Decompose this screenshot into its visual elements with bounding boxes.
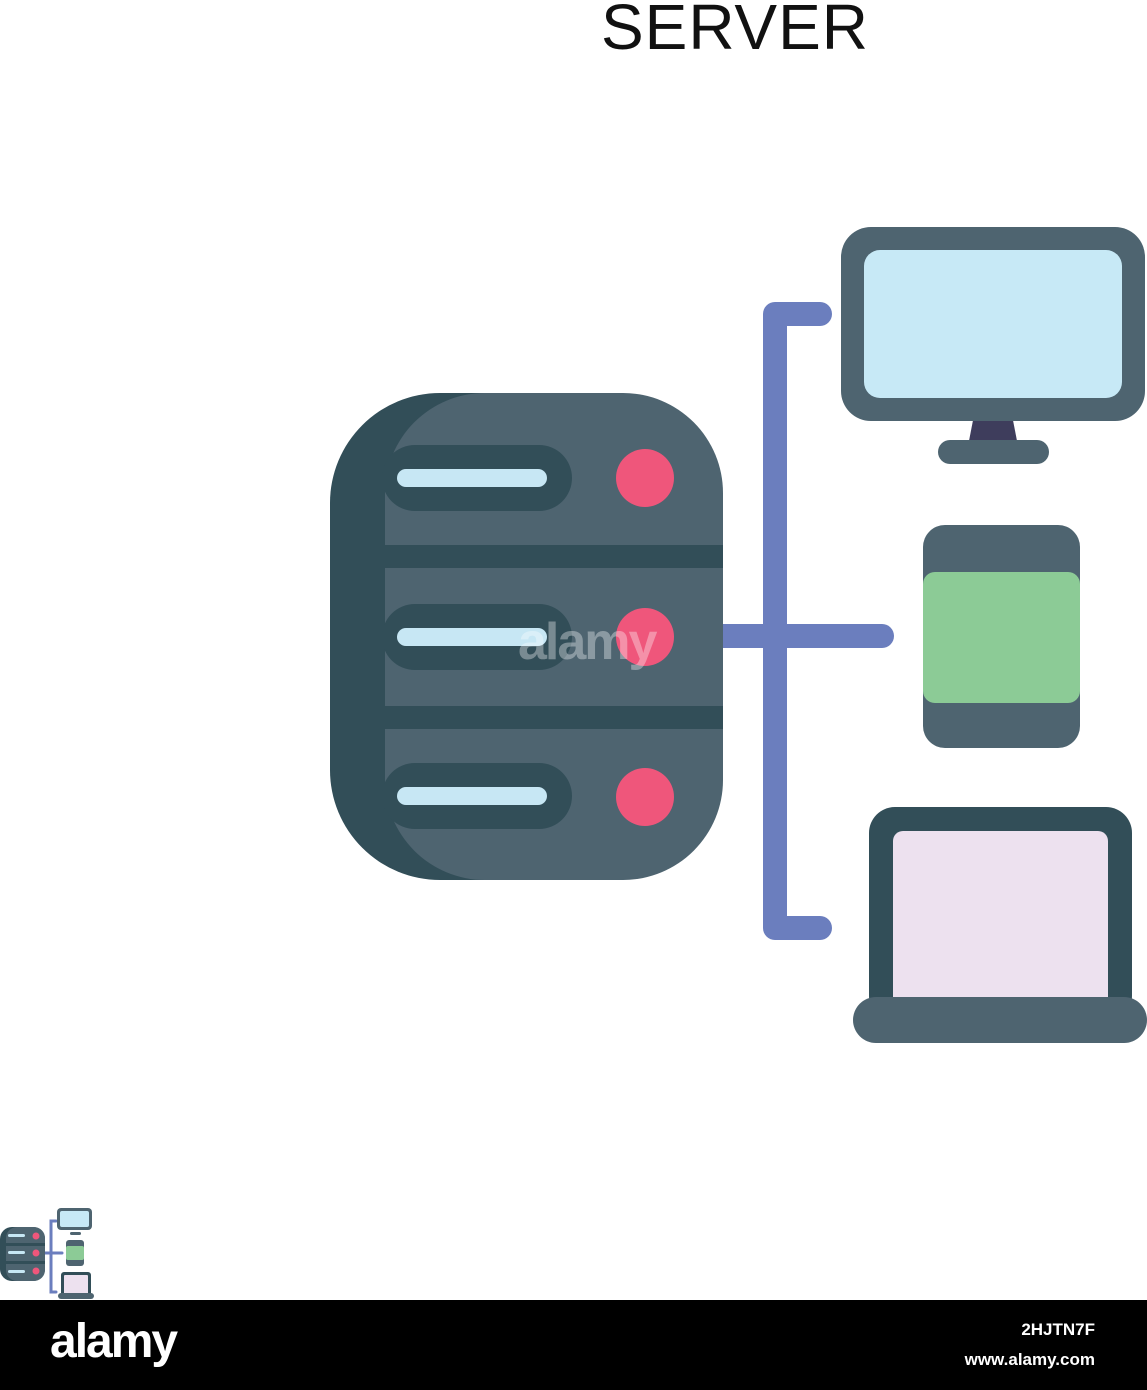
- icon-title: SERVER: [600, 0, 870, 63]
- alamy-logo: alamy: [50, 1315, 178, 1368]
- laptop-device: [853, 807, 1147, 1043]
- phone-device: [923, 525, 1080, 748]
- connector-lines: [710, 302, 894, 940]
- status-led-3: [616, 768, 674, 826]
- footer-bar: alamy 2HJTN7F www.alamy.com: [0, 1300, 1147, 1390]
- image-id: 2HJTN7F: [1021, 1320, 1095, 1339]
- monitor-device: [841, 227, 1145, 464]
- status-led-1: [616, 449, 674, 507]
- watermark-text: alamy: [518, 613, 657, 671]
- server-network-icon: [330, 227, 1147, 1043]
- server-network-thumbnail-icon: [0, 1208, 94, 1299]
- footer-url: www.alamy.com: [964, 1350, 1095, 1369]
- server-rack: [330, 393, 723, 880]
- status-led-2: [616, 608, 674, 666]
